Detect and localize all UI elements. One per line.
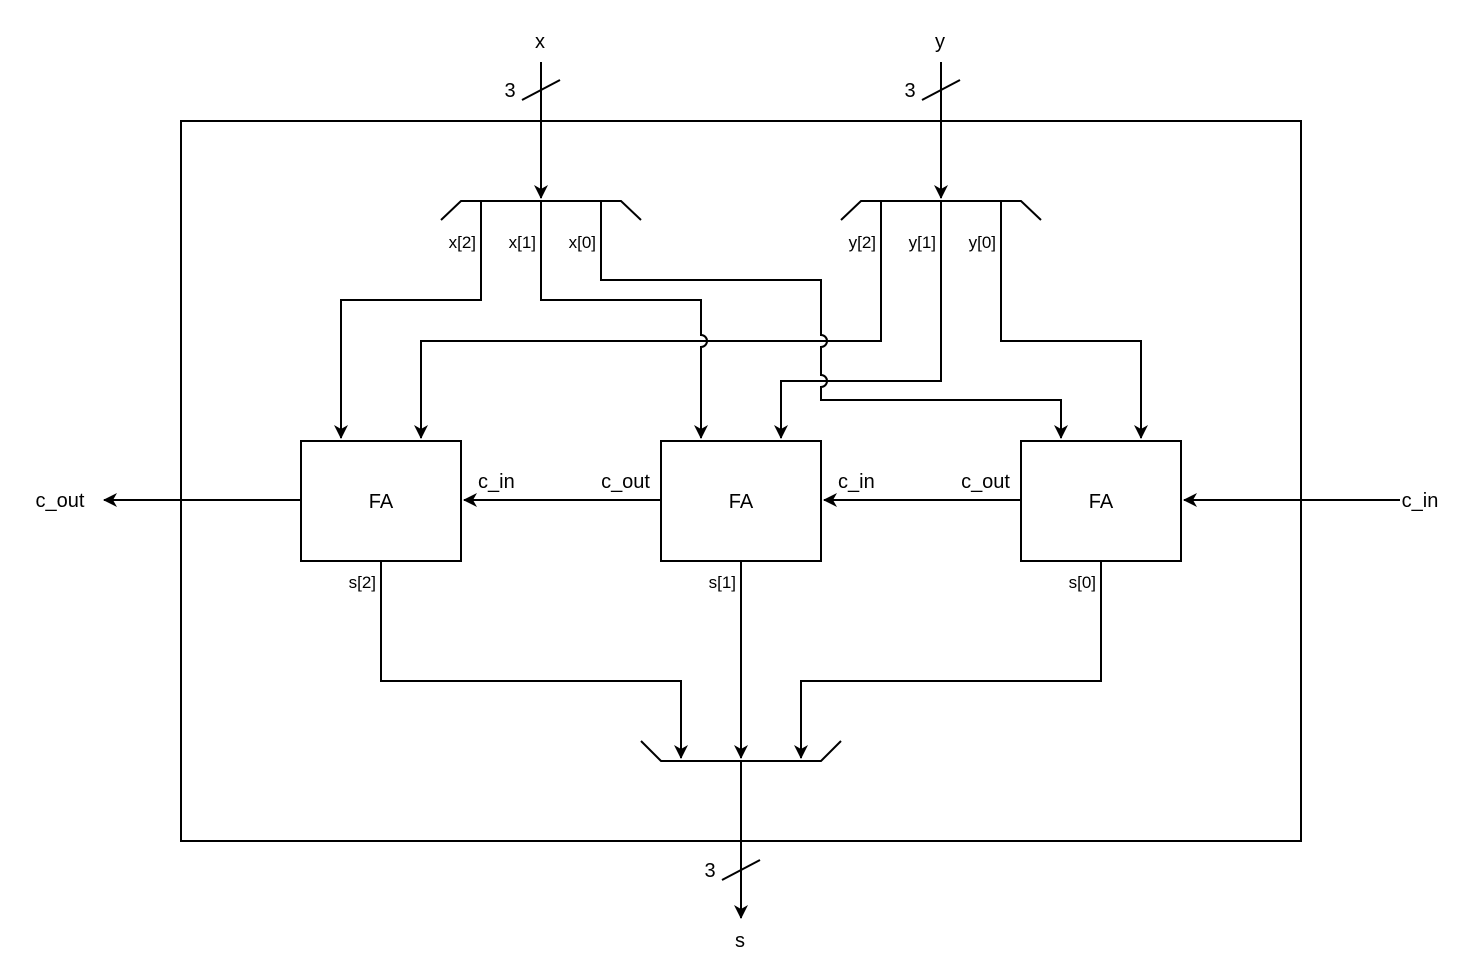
full-adder-0-label: FA — [1089, 491, 1114, 513]
y0-bit-label: y[0] — [969, 233, 996, 252]
wire-x0 — [600, 201, 1068, 439]
input-x-label: x — [535, 31, 545, 53]
wire-y2 — [414, 201, 882, 439]
x2-bit-label: x[2] — [449, 233, 476, 252]
full-adder-2-label: FA — [369, 491, 394, 513]
x-bus-width-label: 3 — [504, 80, 515, 102]
full-adder-2 — [300, 440, 462, 562]
s-bus-width-label: 3 — [704, 860, 715, 882]
fa2-cin-label: c_in — [478, 471, 515, 493]
x0-bit-label: x[0] — [569, 233, 596, 252]
output-cout-label: c_out — [36, 490, 85, 512]
wire-x2 — [334, 201, 482, 439]
s-bus-width-tick — [721, 859, 761, 881]
s2-bit-label: s[2] — [349, 573, 376, 592]
fa0-cout-label: c_out — [961, 471, 1010, 493]
x-bus-width-tick — [521, 79, 561, 101]
y2-bit-label: y[2] — [849, 233, 876, 252]
input-cin-label: c_in — [1402, 490, 1439, 512]
full-adder-1 — [660, 440, 822, 562]
full-adder-1-label: FA — [729, 491, 754, 513]
wire-y1 — [774, 201, 942, 439]
fa1-cout-label: c_out — [601, 471, 650, 493]
wire-y0 — [1000, 201, 1148, 439]
y1-bit-label: y[1] — [909, 233, 936, 252]
output-s-label: s — [735, 930, 745, 952]
s0-bit-label: s[0] — [1069, 573, 1096, 592]
fa1-cin-label: c_in — [838, 471, 875, 493]
x1-bit-label: x[1] — [509, 233, 536, 252]
s1-bit-label: s[1] — [709, 573, 736, 592]
wire-x1 — [540, 201, 708, 439]
wire-s0 — [794, 561, 1102, 759]
y-bus-width-tick — [921, 79, 961, 101]
input-y-label: y — [935, 31, 945, 53]
y-bus-width-label: 3 — [904, 80, 915, 102]
full-adder-0 — [1020, 440, 1182, 562]
wire-s2 — [380, 561, 688, 759]
